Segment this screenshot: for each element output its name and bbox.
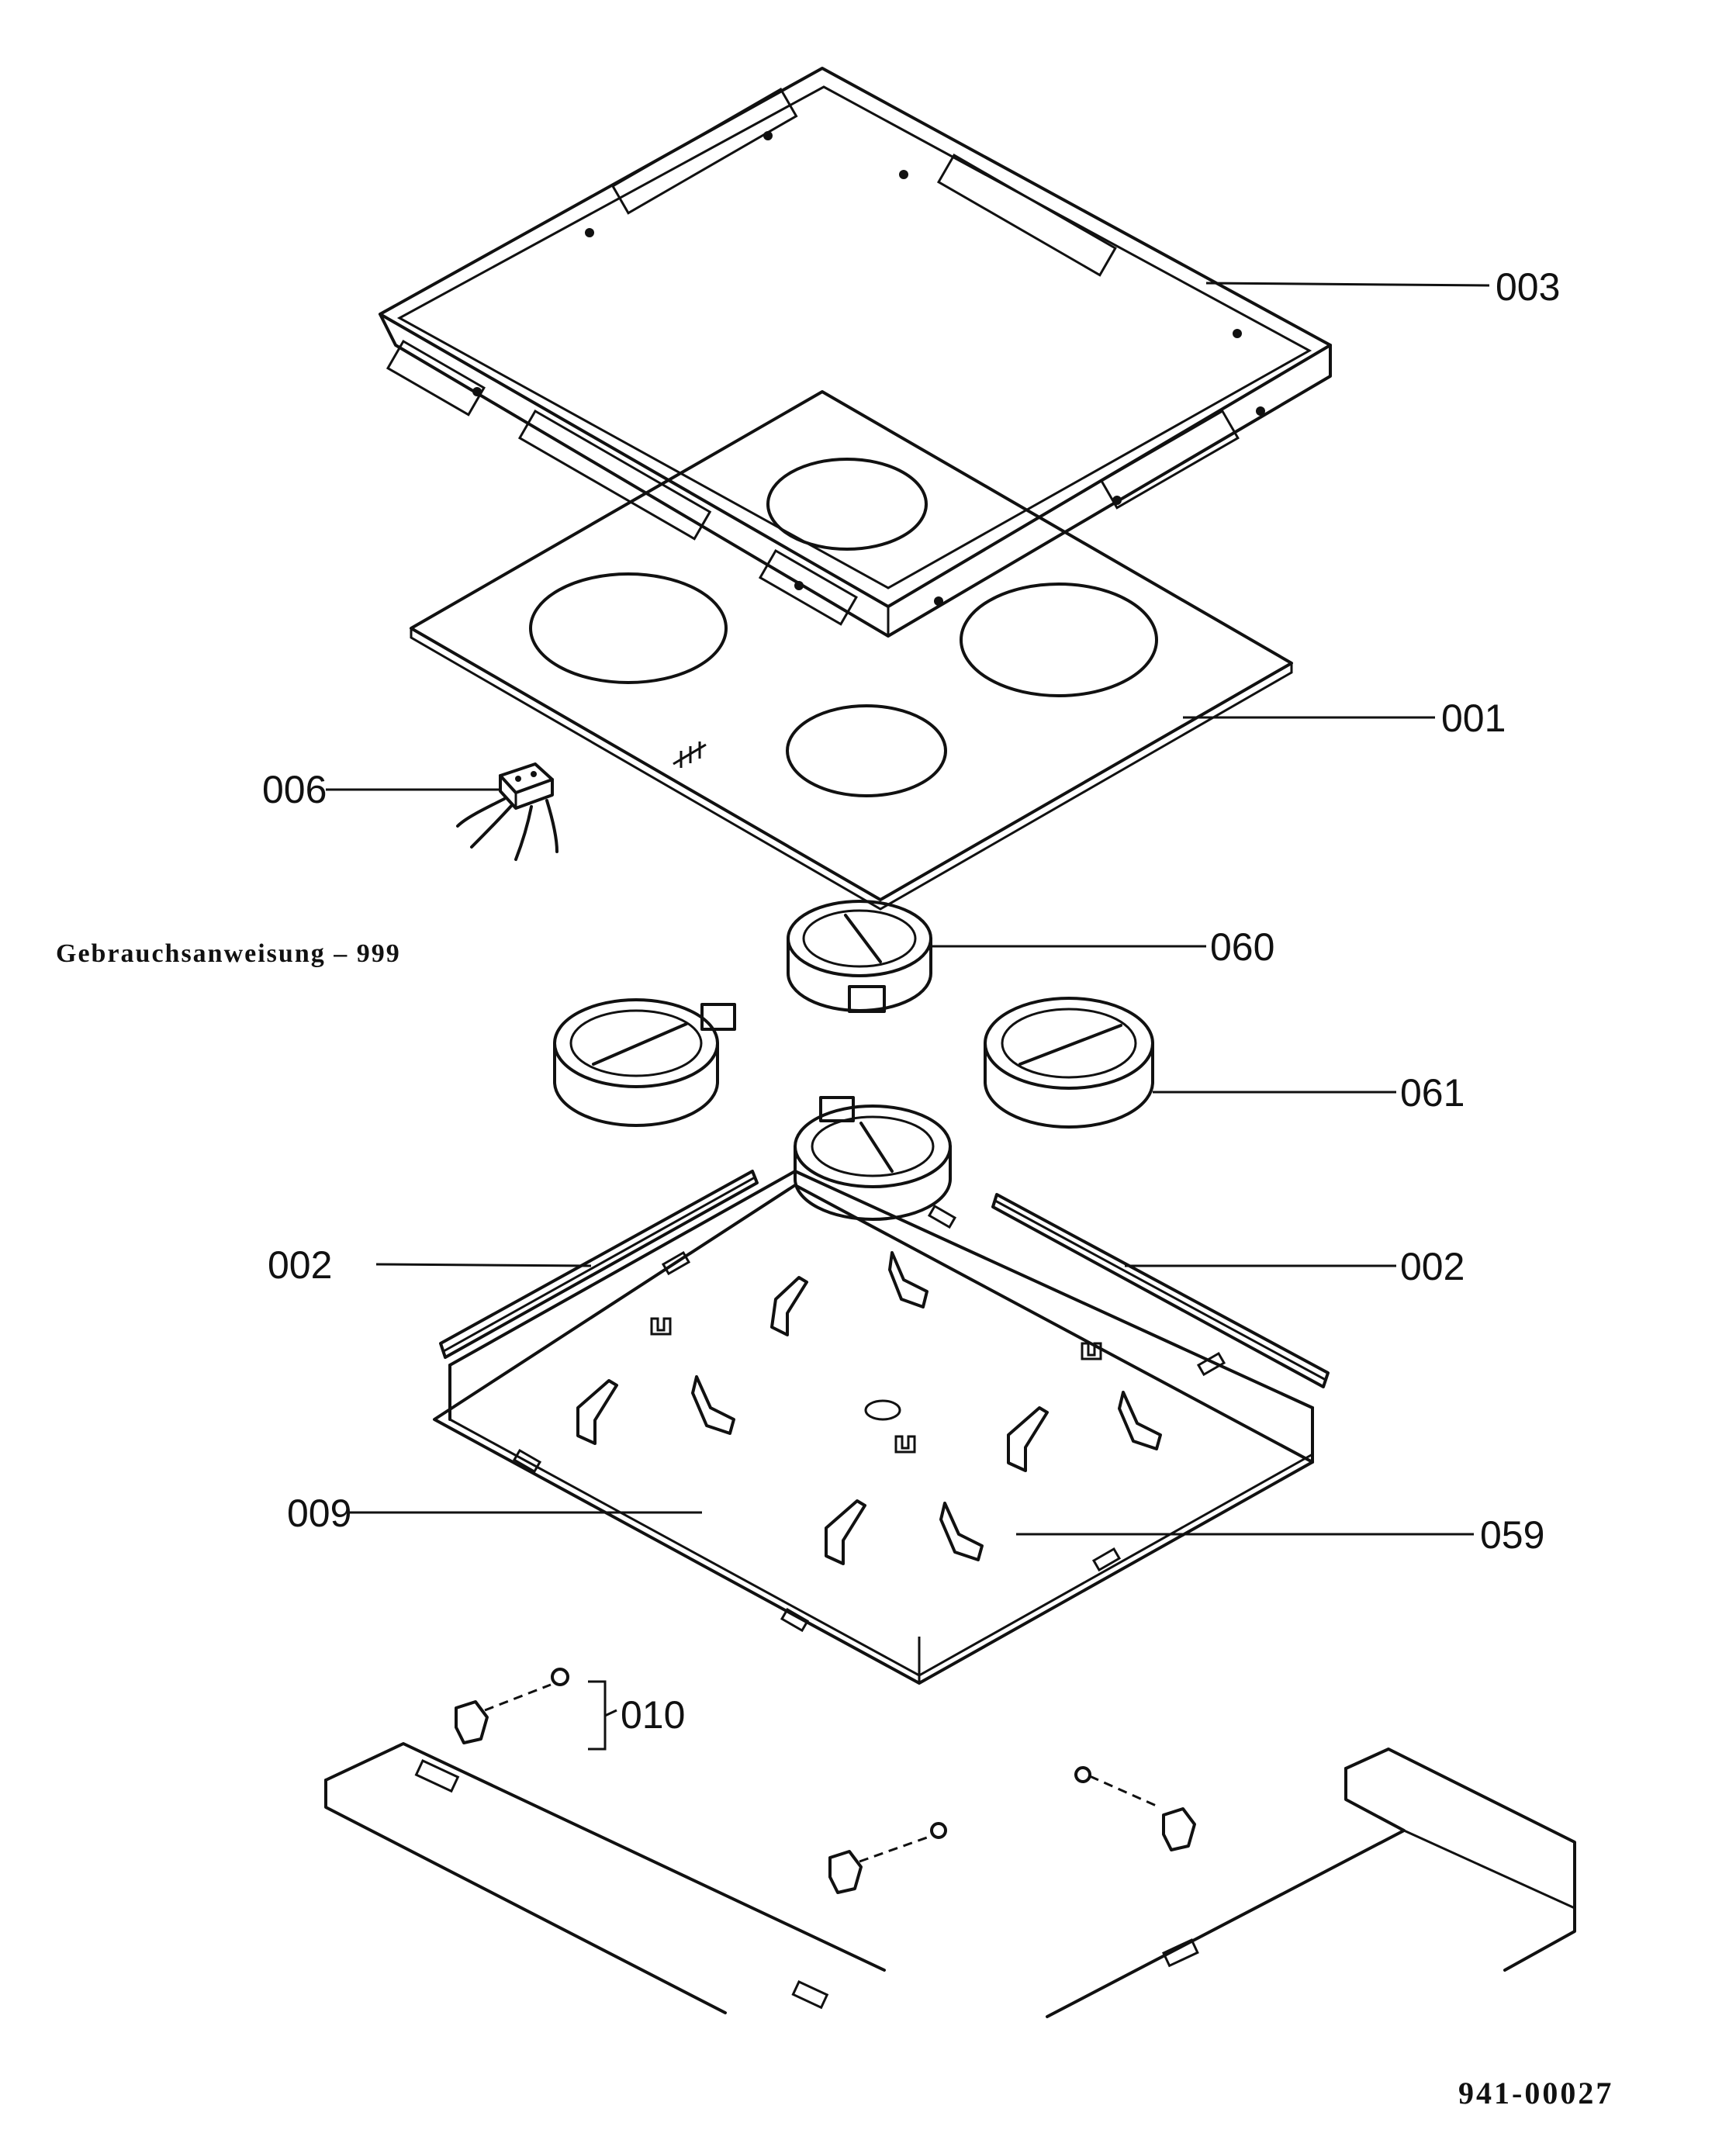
label-009: 009 [287, 1492, 351, 1535]
leader-lines [326, 282, 1490, 1751]
rail-002-left [439, 1170, 759, 1359]
heater-rear [794, 1096, 952, 1221]
label-002-left: 002 [268, 1243, 332, 1287]
manual-note: Gebrauchsanweisung – 999 [56, 939, 401, 968]
clip-group-059 [576, 1251, 1162, 1565]
cabinet-lower [324, 1742, 1576, 2018]
label-010: 010 [621, 1693, 685, 1737]
label-001: 001 [1441, 697, 1506, 740]
label-003: 003 [1496, 265, 1560, 309]
heater-left [553, 998, 736, 1127]
glass-top-marking-icon [673, 742, 707, 768]
fastener-010 [455, 1668, 569, 1744]
base-pan-009 [433, 1170, 1314, 1685]
heater-060 [787, 900, 932, 1013]
label-060: 060 [1210, 925, 1274, 969]
label-059: 059 [1480, 1513, 1544, 1557]
label-061: 061 [1400, 1071, 1465, 1115]
drawing-code: 941-00027 [1458, 2076, 1613, 2111]
terminal-block-006 [456, 762, 558, 861]
label-002-right: 002 [1400, 1245, 1465, 1288]
frame-003 [379, 67, 1332, 638]
glass-top-001 [410, 390, 1293, 911]
heater-061 [984, 997, 1154, 1129]
rail-002-right [991, 1193, 1330, 1388]
label-006: 006 [262, 768, 327, 811]
